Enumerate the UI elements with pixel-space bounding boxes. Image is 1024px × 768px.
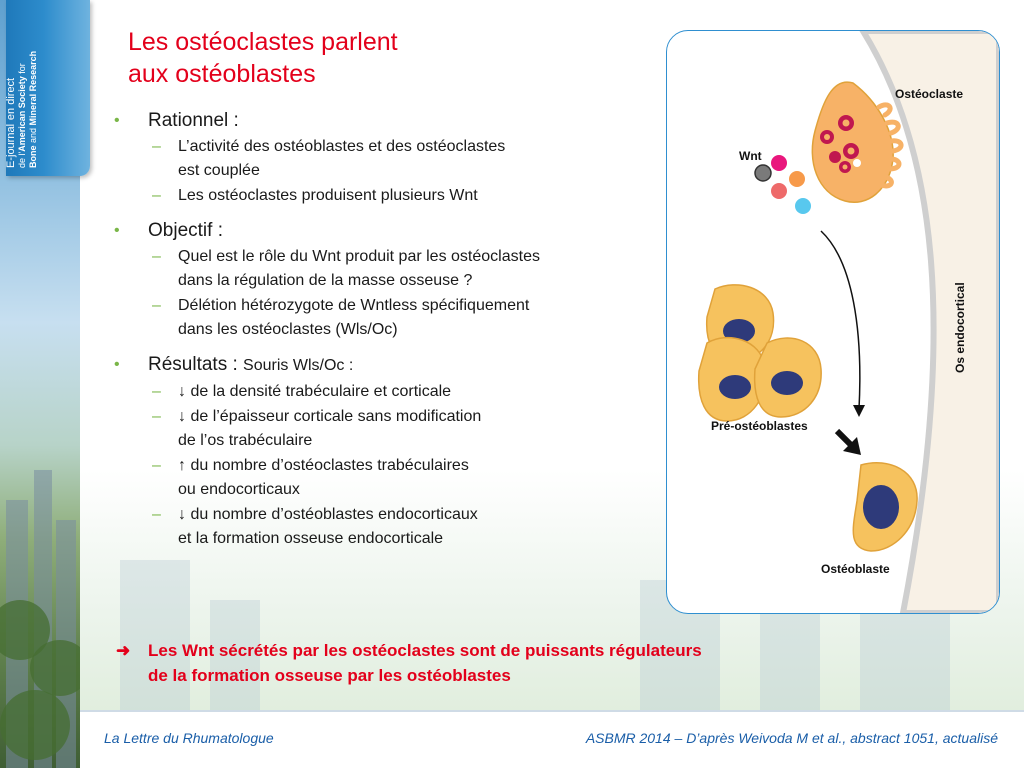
journal-brand: E-journal <box>5 123 17 168</box>
wnt-molecule-orange <box>789 171 805 187</box>
list-item-text: ↓ de l’épaisseur corticale sans modifica… <box>178 408 482 449</box>
slide-title: Les ostéoclastes parlent aux ostéoblaste… <box>128 26 508 90</box>
list-item-text: L’activité des ostéoblastes et des ostéo… <box>178 138 506 179</box>
dash-marker: – <box>152 457 161 474</box>
wnt-molecule-red <box>771 183 787 199</box>
section-heading-text: Objectif : <box>148 220 223 241</box>
section-heading-extra: Souris Wls/Oc : <box>243 357 354 374</box>
journal-line3-and: and <box>28 127 38 143</box>
dash-marker: – <box>152 383 161 400</box>
section-rationnel: • Rationnel : – L’activité des ostéoblas… <box>112 108 652 208</box>
list-item-text: Quel est le rôle du Wnt produit par les … <box>178 248 540 289</box>
footer-citation: ASBMR 2014 – D’après Weivoda M et al., a… <box>585 730 998 746</box>
list-item: – Quel est le rôle du Wnt produit par le… <box>112 245 652 293</box>
label-pre-osteoblastes: Pré-ostéoblastes <box>711 419 808 433</box>
signal-arrowhead <box>853 405 865 417</box>
background-cityscape <box>80 470 1024 710</box>
wnt-molecule-pink <box>771 155 787 171</box>
footer-divider <box>80 710 1024 712</box>
differentiation-arrowhead <box>843 437 861 455</box>
dash-marker: – <box>152 408 161 425</box>
bullet-dot: • <box>114 222 120 239</box>
title-line-1: Les ostéoclastes parlent <box>128 28 398 56</box>
section-resultats: • Résultats : Souris Wls/Oc : – ↓ de la … <box>112 352 652 551</box>
label-wnt: Wnt <box>739 149 762 163</box>
list-item-text: ↓ de la densité trabéculaire et cortical… <box>178 383 452 400</box>
list-item: – ↓ de l’épaisseur corticale sans modifi… <box>112 405 652 453</box>
label-os-endocortical: Os endocortical <box>953 282 967 373</box>
journal-line2-pre: de l' <box>17 151 27 168</box>
dash-marker: – <box>152 138 161 155</box>
label-osteoclaste: Ostéoclaste <box>895 87 964 101</box>
label-osteoblaste: Ostéoblaste <box>821 562 890 576</box>
journal-line2-bold: American Society <box>17 76 27 152</box>
osteoblast-cell <box>852 462 918 552</box>
pre-osteoblast-cells <box>697 284 822 422</box>
dash-marker: – <box>152 248 161 265</box>
arrow-right-icon: ➜ <box>116 641 131 660</box>
journal-logo: E-journal en direct de l'American Societ… <box>4 0 84 168</box>
list-item: – ↓ du nombre d’ostéoblastes endocortica… <box>112 503 652 551</box>
dash-marker: – <box>152 506 161 523</box>
journal-line3-bone: Bone <box>28 145 38 169</box>
section-heading-text: Rationnel : <box>148 110 239 131</box>
wnt-molecule-blue <box>795 198 811 214</box>
list-item-text: Les ostéoclastes produisent plusieurs Wn… <box>178 187 478 204</box>
list-item: – Les ostéoclastes produisent plusieurs … <box>112 184 652 208</box>
list-item-text: ↓ du nombre d’ostéoblastes endocorticaux… <box>178 506 478 547</box>
list-item-text: ↑ du nombre d’ostéoclastes trabéculaires… <box>178 457 469 498</box>
journal-brand-suffix: en direct <box>5 77 17 121</box>
bullet-content: • Rationnel : – L’activité des ostéoblas… <box>112 108 652 561</box>
section-heading: • Objectif : <box>112 218 652 244</box>
journal-line2-post: for <box>17 63 27 74</box>
journal-tab <box>6 0 90 176</box>
list-item: – ↓ de la densité trabéculaire et cortic… <box>112 380 652 404</box>
dash-marker: – <box>152 187 161 204</box>
list-item: – ↑ du nombre d’ostéoclastes trabéculair… <box>112 454 652 502</box>
bullet-dot: • <box>114 356 120 373</box>
list-item: – L’activité des ostéoblastes et des ost… <box>112 135 652 183</box>
section-heading-text: Résultats : <box>148 354 238 375</box>
section-heading: • Rationnel : <box>112 108 652 134</box>
conclusion: ➜ Les Wnt sécrétés par les ostéoclastes … <box>116 638 896 688</box>
differentiation-arrow <box>834 428 854 448</box>
section-heading: • Résultats : Souris Wls/Oc : <box>112 352 652 379</box>
title-line-2: aux ostéoblastes <box>128 60 316 88</box>
figure-illustration <box>697 31 999 613</box>
wnt-molecule-grey <box>754 164 772 182</box>
signal-arrow <box>820 230 861 410</box>
footer-journal-name: La Lettre du Rhumatologue <box>104 730 274 746</box>
bone-surface <box>859 31 999 613</box>
conclusion-text: Les Wnt sécrétés par les ostéoclastes so… <box>148 641 702 685</box>
journal-line3-mineral: Mineral Research <box>28 50 38 126</box>
section-objectif: • Objectif : – Quel est le rôle du Wnt p… <box>112 218 652 342</box>
osteoclast-cell <box>811 81 904 203</box>
list-item: – Délétion hétérozygote de Wntless spéci… <box>112 294 652 342</box>
figure-panel: Ostéoclaste Wnt Os endocortical Pré-osté… <box>666 30 1000 614</box>
dash-marker: – <box>152 297 161 314</box>
list-item-text: Délétion hétérozygote de Wntless spécifi… <box>178 297 530 338</box>
bullet-dot: • <box>114 112 120 129</box>
